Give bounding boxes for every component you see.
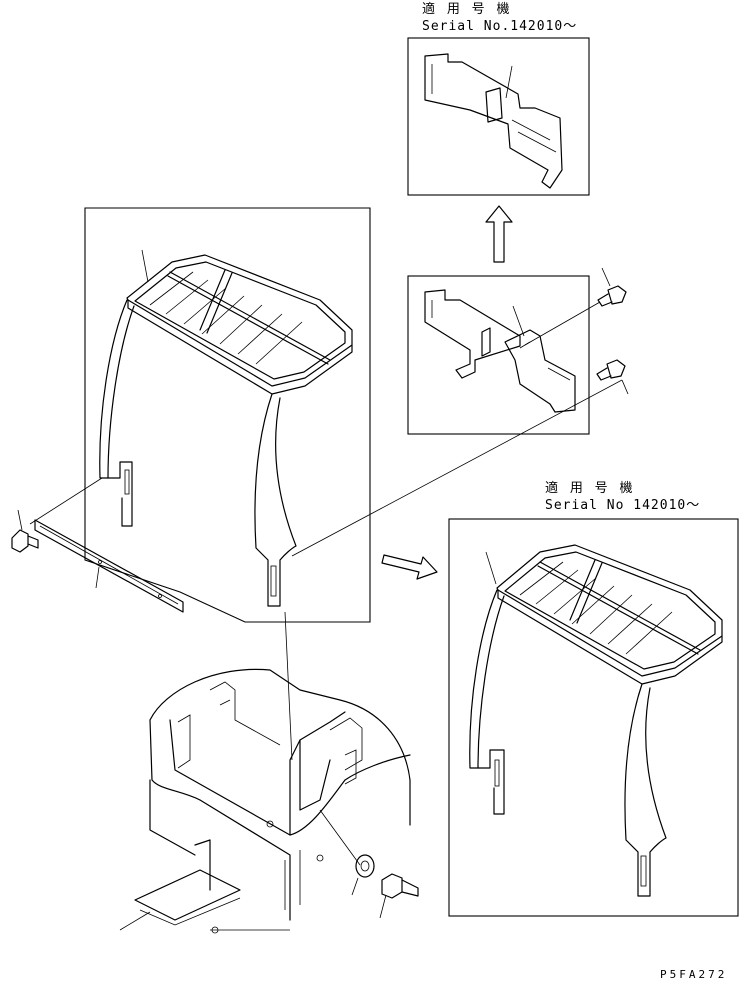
head-guard-variant [469, 544, 723, 897]
drawing-code: P5FA272 [660, 968, 728, 981]
bolt-upper-icon [524, 267, 627, 346]
top-variant-frame [407, 37, 590, 196]
right-variant-frame [448, 518, 739, 917]
machine-body [119, 668, 411, 934]
right-applicable-label: 適 用 号 機 [545, 481, 635, 496]
bracket-detail-frame [407, 275, 590, 435]
right-arrow-icon [381, 554, 438, 580]
bracket-detail [424, 289, 576, 413]
right-serial-label: Serial No 142010～ [545, 498, 701, 513]
top-applicable-label: 適 用 号 機 [422, 2, 512, 17]
bolt-icon [11, 509, 39, 553]
washer-icon [351, 854, 375, 896]
bracket-variant-top [424, 53, 563, 189]
top-serial-label: Serial No.142010～ [422, 19, 578, 34]
mounting-bar [29, 477, 184, 613]
head-guard-main [99, 254, 353, 607]
up-arrow-icon [485, 205, 513, 263]
main-guard-frame [84, 207, 371, 623]
bolt-lower-icon [596, 359, 629, 395]
bolt-bottom-icon [379, 873, 419, 919]
